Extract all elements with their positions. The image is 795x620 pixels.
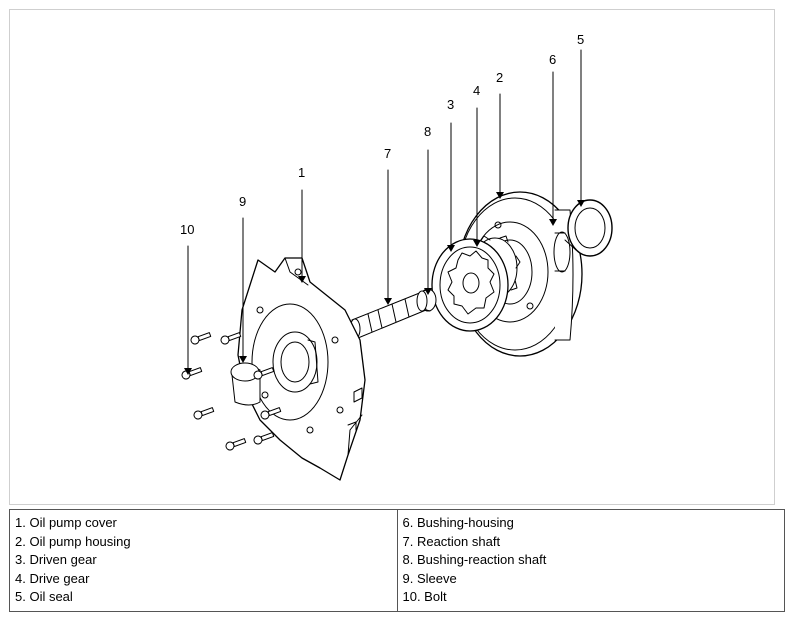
leader-lines — [187, 49, 582, 371]
legend-item: 9. Sleeve — [402, 570, 457, 586]
legend-item: 8. Bushing-reaction shaft — [402, 552, 547, 567]
diagram-drawing: 1 2 3 4 5 6 7 8 9 10 — [180, 32, 613, 481]
exploded-diagram: 1 2 3 4 5 6 7 8 9 10 — [9, 9, 775, 505]
callout-7: 7 — [384, 146, 391, 161]
legend-right-column: 6. Bushing-housing 7. Reaction shaft 8. … — [396, 509, 785, 612]
legend-item: 1. Oil pump cover — [15, 515, 117, 530]
callout-2: 2 — [496, 70, 503, 85]
sleeve — [230, 362, 261, 406]
oil-pump-cover — [237, 257, 366, 481]
legend-item: 6. Bushing-housing — [402, 515, 514, 530]
callout-6: 6 — [549, 52, 556, 67]
callout-1: 1 — [298, 165, 305, 180]
leader-arrowheads — [184, 192, 585, 375]
legend-item: 3. Driven gear — [15, 552, 97, 567]
callout-9: 9 — [239, 194, 246, 209]
callout-10: 10 — [180, 222, 194, 237]
callout-5: 5 — [577, 32, 584, 47]
bushing-housing — [553, 231, 571, 273]
callout-4: 4 — [473, 83, 480, 98]
legend-item: 7. Reaction shaft — [402, 533, 501, 549]
bolts — [181, 332, 282, 451]
callout-8: 8 — [424, 124, 431, 139]
oil-seal — [564, 199, 613, 257]
legend-item: 10. Bolt — [402, 589, 447, 604]
legend-left-column: 1. Oil pump cover 2. Oil pump housing 3.… — [9, 509, 398, 612]
legend-item: 2. Oil pump housing — [15, 533, 131, 549]
legend-item: 5. Oil seal — [15, 589, 73, 604]
parts-legend: 1. Oil pump cover 2. Oil pump housing 3.… — [9, 509, 785, 612]
legend-item: 4. Drive gear — [15, 570, 90, 586]
callout-3: 3 — [447, 97, 454, 112]
driven-gear — [431, 238, 509, 332]
